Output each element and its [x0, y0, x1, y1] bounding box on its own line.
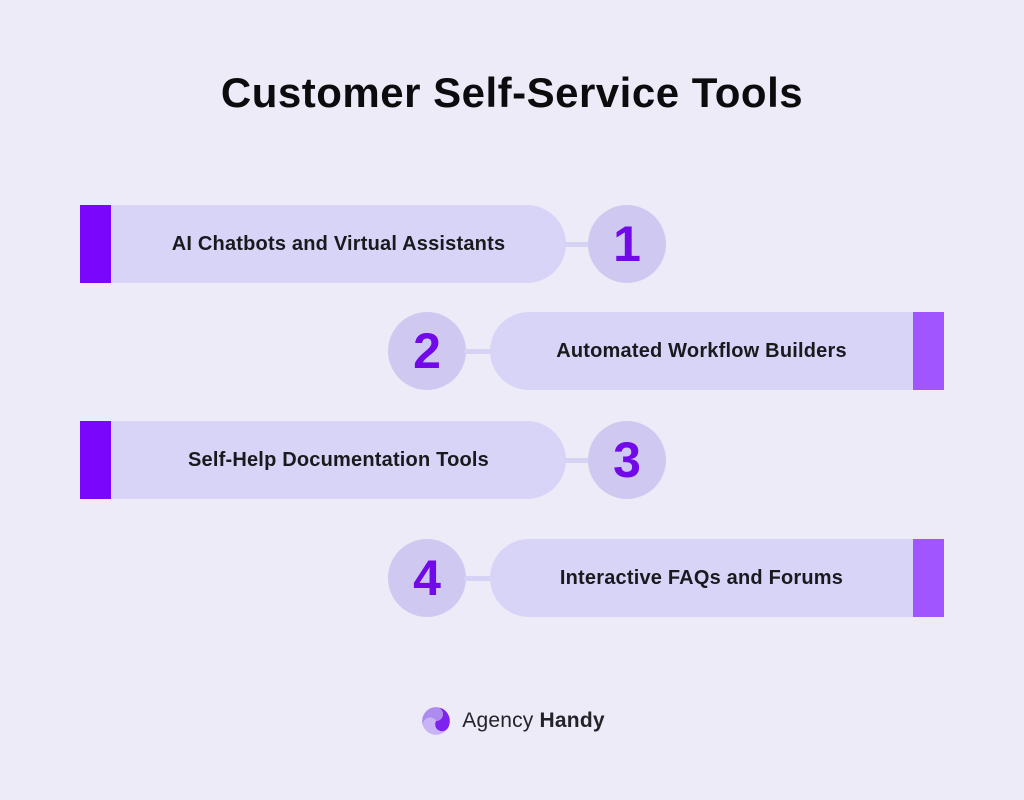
page-title: Customer Self-Service Tools: [220, 69, 804, 116]
step-number-circle-1: 1: [588, 205, 666, 283]
connector-line-1: [564, 242, 592, 247]
step-pill-3: Self-Help Documentation Tools: [80, 421, 566, 499]
step-number-2: 2: [413, 323, 441, 379]
step-number-4: 4: [413, 550, 441, 606]
accent-bar-1: [80, 205, 111, 283]
accent-bar-4: [913, 539, 944, 617]
connector-line-4: [464, 576, 492, 581]
connector-line-2: [464, 349, 492, 354]
footer-brand: Agency Handy: [0, 702, 1024, 740]
step-number-circle-4: 4: [388, 539, 466, 617]
step-label-3: Self-Help Documentation Tools: [188, 448, 489, 471]
step-label-4: Interactive FAQs and Forums: [559, 566, 844, 589]
step-number-3: 3: [613, 432, 641, 488]
step-number-circle-3: 3: [588, 421, 666, 499]
brand-name-regular: Agency: [462, 709, 534, 732]
accent-bar-2: [913, 312, 944, 390]
agency-handy-swirl-icon: [422, 707, 451, 735]
accent-bar-3: [80, 421, 111, 499]
step-number-1: 1: [613, 216, 641, 272]
brand-name: Agency Handy: [462, 709, 604, 733]
step-label-2: Automated Workflow Builders: [556, 339, 847, 362]
step-pill-2: Automated Workflow Builders: [490, 312, 944, 390]
brand-name-bold: Handy: [539, 709, 605, 732]
step-label-1: AI Chatbots and Virtual Assistants: [171, 232, 506, 255]
step-pill-4: Interactive FAQs and Forums: [490, 539, 944, 617]
step-pill-1: AI Chatbots and Virtual Assistants: [80, 205, 566, 283]
connector-line-3: [564, 458, 592, 463]
step-number-circle-2: 2: [388, 312, 466, 390]
